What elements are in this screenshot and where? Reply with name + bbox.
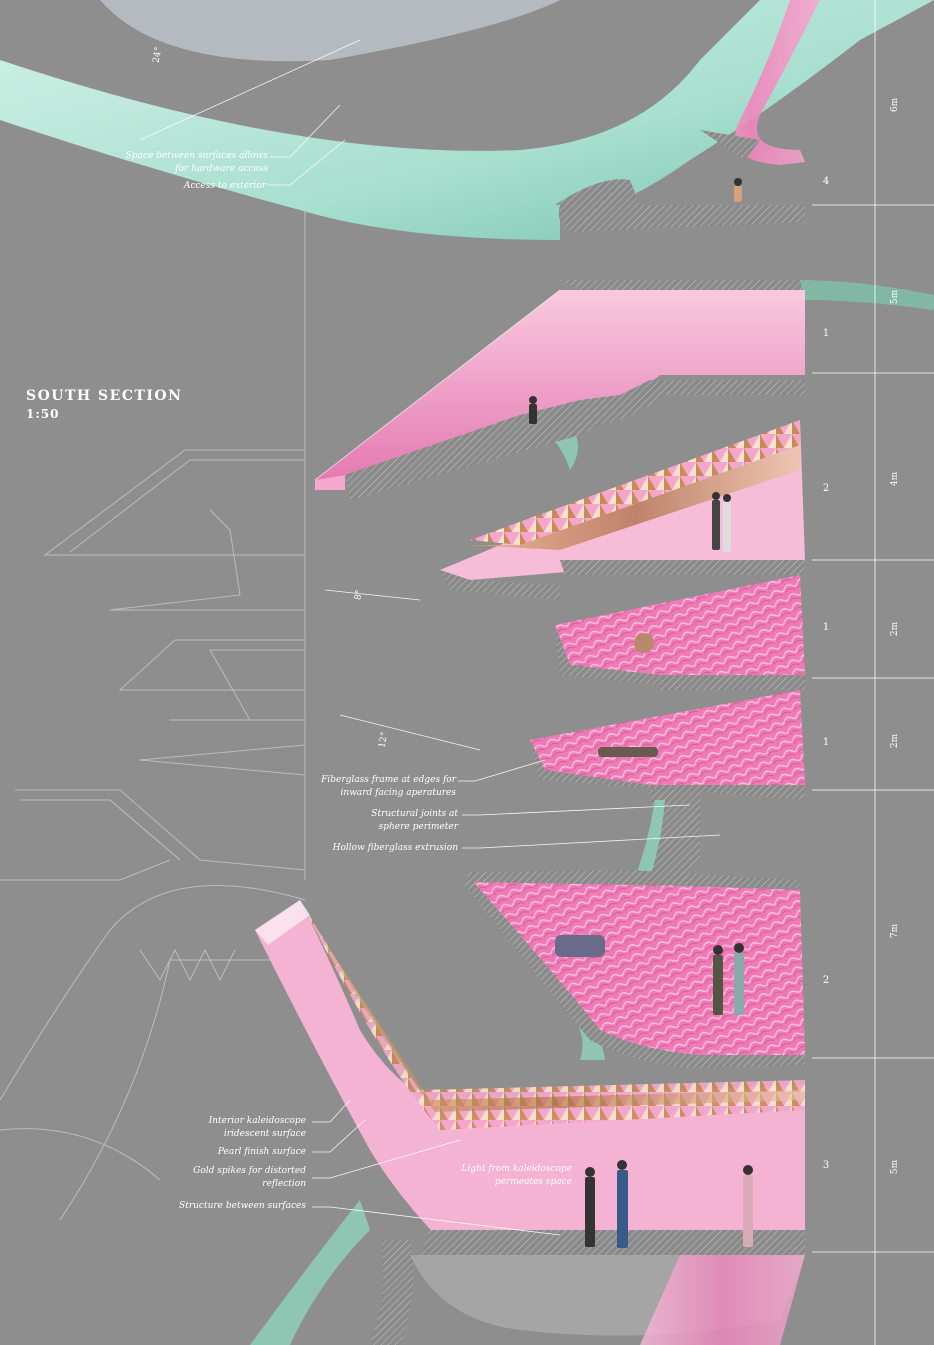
level-number: 1 — [822, 328, 830, 339]
dimension-axis — [812, 0, 934, 1345]
dimension-label: 6m — [890, 97, 901, 113]
level-1-fur-room-b — [530, 690, 805, 800]
human-figures — [529, 178, 753, 1248]
angle-label-mid: 8° — [353, 589, 365, 601]
dimension-label: 2m — [890, 733, 901, 749]
note-hardware-access: Space between surfaces allows for hardwa… — [125, 151, 268, 174]
level-number: 3 — [822, 1160, 830, 1171]
dimension-label: 5m — [890, 289, 901, 305]
level-number: 1 — [822, 737, 830, 748]
level-1-upper-room — [314, 289, 805, 500]
level-2-fur-room — [465, 870, 805, 1068]
level-number: 1 — [822, 622, 830, 633]
section-title: SOUTH SECTION — [26, 388, 183, 404]
note-pearl-finish: Pearl finish surface — [217, 1147, 306, 1157]
level-number: 2 — [822, 975, 830, 986]
note-light-kaleidoscope: Light from kaleidoscope permeates space — [461, 1164, 572, 1187]
note-structure-between: Structure between surfaces — [179, 1201, 306, 1211]
dimension-label: 5m — [890, 1159, 901, 1175]
ghost-elevation-lines — [0, 210, 306, 1221]
level-number: 4 — [822, 176, 830, 187]
dimension-label: 4m — [890, 471, 901, 487]
note-kaleidoscope: Interior kaleidoscope iridescent surface — [208, 1116, 306, 1139]
note-gold-spikes: Gold spikes for distorted reflection — [193, 1166, 306, 1189]
level-number: 2 — [822, 483, 830, 494]
level-1-fur-room-a — [555, 575, 805, 690]
level-3-kaleidoscope-room — [250, 900, 805, 1345]
top-mint-structure — [0, 0, 934, 240]
note-fiberglass-frame: Fiberglass frame at edges for inward fac… — [321, 775, 456, 798]
note-exterior-access: Access to exterior — [183, 181, 266, 191]
leader-lines — [139, 39, 721, 1236]
section-title-block: SOUTH SECTION 1:50 — [26, 387, 182, 423]
dimension-label: 2m — [890, 621, 901, 637]
dimension-label: 7m — [890, 923, 901, 939]
note-structural-joints: Structural joints at sphere perimeter — [371, 809, 458, 832]
section-scale: 1:50 — [26, 407, 60, 421]
note-hollow-extrusion: Hollow fiberglass extrusion — [332, 843, 458, 853]
